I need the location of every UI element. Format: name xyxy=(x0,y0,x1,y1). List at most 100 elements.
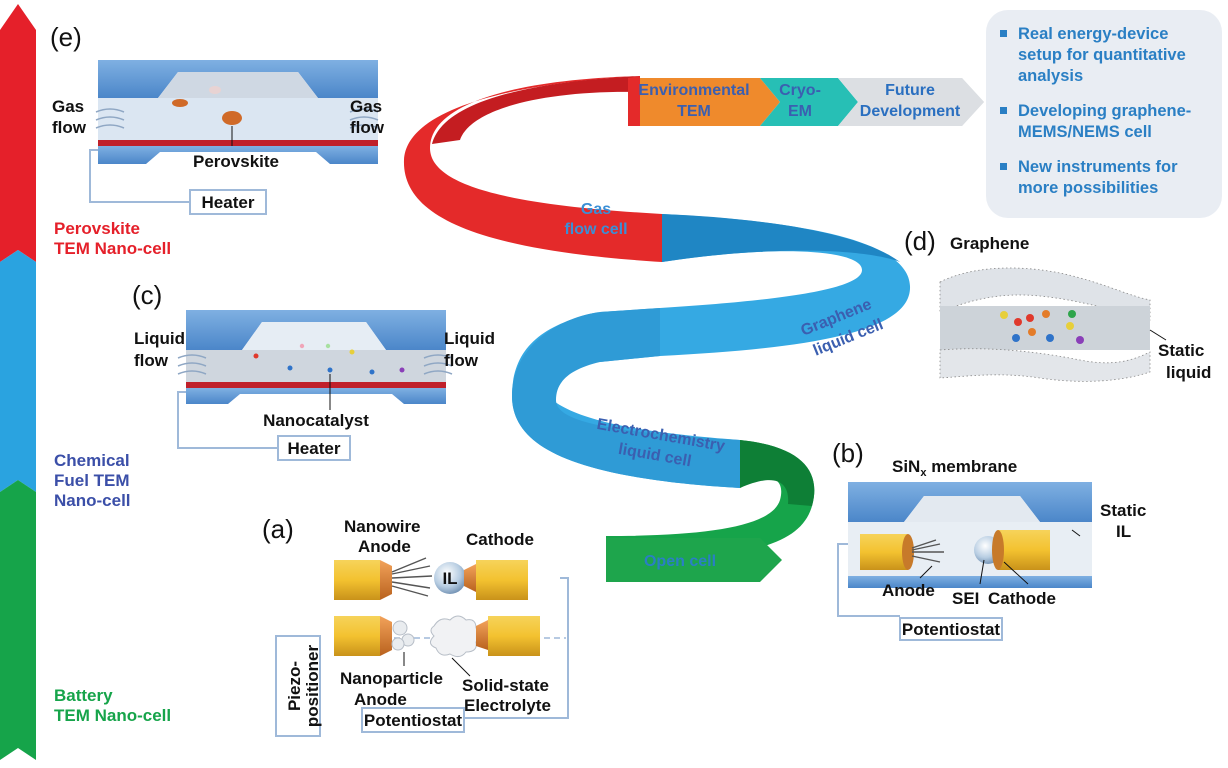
future-list: Real energy-device setup for quantitativ… xyxy=(998,24,1214,199)
anode-electrode xyxy=(334,616,380,656)
anode-label: Anode xyxy=(882,581,935,600)
sei-label: SEI xyxy=(952,589,979,608)
nanoparticle xyxy=(1076,336,1084,344)
ribbon-red-top xyxy=(432,76,640,144)
panel-d: (d) Graphene Static liquid xyxy=(904,226,1211,382)
side-bar xyxy=(0,4,36,760)
nanoparticle xyxy=(391,637,405,651)
ribbon-blue-lower-2 xyxy=(512,308,740,488)
chip-top xyxy=(98,60,378,98)
gas-flow-right-label: Gas xyxy=(350,97,382,116)
heater-label: Heater xyxy=(288,439,341,458)
gas-flow-waves-right xyxy=(349,108,379,129)
chip-window xyxy=(158,72,318,98)
heater-circuit xyxy=(89,149,190,203)
panel-letter-b: (b) xyxy=(832,438,864,468)
gas-flow-right-label: flow xyxy=(350,118,385,137)
bullet-icon xyxy=(1000,30,1007,37)
chip-bottom xyxy=(98,146,378,164)
chip-top xyxy=(186,310,446,350)
nanoparticle xyxy=(1066,322,1074,330)
chip-bottom xyxy=(186,388,446,404)
pointer-line xyxy=(919,565,933,579)
heater-label: Heater xyxy=(202,193,255,212)
side-label-line: Perovskite xyxy=(54,219,140,238)
nanoparticle xyxy=(1012,334,1020,342)
chip-chamber xyxy=(186,350,446,384)
ribbon-blue-shadow xyxy=(662,214,900,262)
nanoparticle xyxy=(1042,310,1050,318)
ribbon-red-band xyxy=(403,76,662,262)
ribbon-arrow-tip xyxy=(962,78,984,126)
side-label-line: Fuel TEM xyxy=(54,471,130,490)
perovskite-particle xyxy=(172,99,188,107)
side-label-line: Nano-cell xyxy=(54,491,131,510)
heater-box xyxy=(277,435,351,461)
anode-face xyxy=(380,560,392,600)
pointer-line xyxy=(1071,529,1081,537)
panel-b: (b) SiNx membrane Static IL Anode SEI Ca… xyxy=(832,438,1146,641)
ribbon-label-env-1: Environmental xyxy=(638,82,749,99)
chip-window xyxy=(242,322,386,350)
nanocatalyst xyxy=(399,367,405,373)
liquid-flow-right-label: flow xyxy=(444,351,479,370)
ribbon-label-open-cell: Open cell xyxy=(644,553,716,570)
static-il-label: Static xyxy=(1100,501,1146,520)
bullet-icon xyxy=(1000,163,1007,170)
ribbon-label-future-1: Future xyxy=(885,82,935,99)
nanocatalyst-label: Nanocatalyst xyxy=(263,411,369,430)
solid-state-label: Solid-state xyxy=(462,676,549,695)
cathode-face xyxy=(992,530,1004,570)
side-label-line: Battery xyxy=(54,686,113,705)
nanoparticle-anode-label: Nanoparticle xyxy=(340,669,443,688)
cathode-face xyxy=(464,564,476,592)
nanoparticle xyxy=(1026,314,1034,322)
future-item: Developing graphene-MEMS/NEMS cell xyxy=(998,101,1214,143)
nanowire-anode-label: Nanowire xyxy=(344,517,421,536)
ribbon-label-cryo-1: Cryo- xyxy=(779,82,821,99)
particle xyxy=(209,86,221,94)
side-label-perovskite: Perovskite TEM Nano-cell xyxy=(54,219,171,258)
nanoparticle xyxy=(1014,318,1022,326)
future-item-text: Real energy-device setup for quantitativ… xyxy=(1018,25,1186,85)
ribbon-label-env-2: TEM xyxy=(677,103,711,120)
panel-letter-e: (e) xyxy=(50,22,82,52)
future-item-text: Developing graphene-MEMS/NEMS cell xyxy=(1018,102,1192,141)
liquid-flow-waves-right xyxy=(423,354,453,375)
nanoparticle-anode-label: Anode xyxy=(354,690,407,709)
future-item: New instruments for more possibilities xyxy=(998,157,1214,199)
panel-letter-d: (d) xyxy=(904,226,936,256)
chip-window xyxy=(904,496,1040,522)
nanocatalyst xyxy=(369,369,375,375)
graphene-label: Graphene xyxy=(950,234,1029,253)
side-label-battery: Battery TEM Nano-cell xyxy=(54,686,171,725)
ribbon-label-gas-1: Gas xyxy=(581,201,611,218)
liquid-flow-left-label: flow xyxy=(134,351,169,370)
future-item: Real energy-device setup for quantitativ… xyxy=(998,24,1214,87)
side-label-chemical: Chemical Fuel TEM Nano-cell xyxy=(54,451,131,510)
nanocatalyst xyxy=(327,367,333,373)
solid-state-label: Electrolyte xyxy=(464,696,551,715)
chip-bottom xyxy=(848,576,1092,588)
future-item-text: New instruments for more possibilities xyxy=(1018,158,1178,197)
graphene-bottom-sheet xyxy=(939,348,1151,382)
panel-letter-a: (a) xyxy=(262,514,294,544)
heater-box xyxy=(189,189,267,215)
nanoparticle xyxy=(1068,310,1076,318)
potentiostat-label: Potentiostat xyxy=(902,620,1001,639)
gas-flow-waves-left xyxy=(95,108,125,129)
nanocatalyst xyxy=(299,343,305,349)
potentiostat-circuit xyxy=(837,543,900,617)
pointer-line xyxy=(1003,561,1029,585)
nanoparticle xyxy=(1000,311,1008,319)
ribbon-label-gas-2: flow cell xyxy=(564,221,627,238)
piezo-label: Piezo- xyxy=(285,661,304,711)
perovskite-label: Perovskite xyxy=(193,152,279,171)
solid-electrolyte xyxy=(430,615,481,658)
cathode-electrode xyxy=(476,560,528,600)
heater-strip xyxy=(186,382,446,388)
il-droplet xyxy=(434,562,466,594)
future-development-box: Real energy-device setup for quantitativ… xyxy=(986,10,1222,218)
ribbon-green-shadow xyxy=(740,440,815,506)
